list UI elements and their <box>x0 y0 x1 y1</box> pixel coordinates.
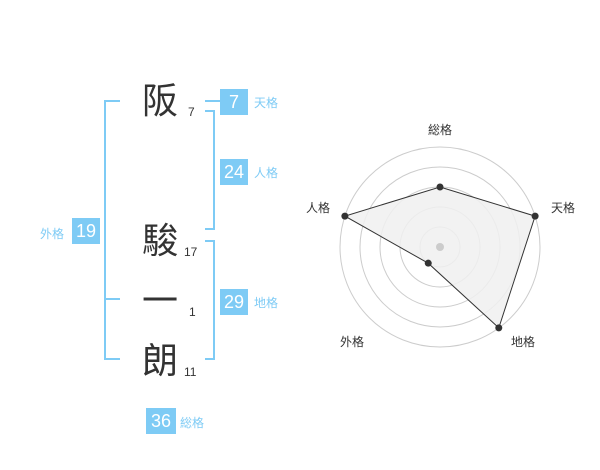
stroke-count-2: 17 <box>184 245 198 259</box>
radar-axis-label-jinkaku: 人格 <box>306 201 331 215</box>
radar-axis-label-chikaku: 地格 <box>511 335 536 349</box>
name-char-1: 阪 <box>142 81 179 122</box>
radar-grid-ring <box>379 186 501 308</box>
chikaku-label: 地格 <box>254 296 279 310</box>
soukaku-label: 総格 <box>180 416 205 430</box>
jinkaku-value: 24 <box>220 159 248 185</box>
tenkaku-label: 天格 <box>254 96 279 110</box>
stroke-count-1: 7 <box>188 105 195 119</box>
radar-point-3 <box>424 259 432 267</box>
radar-polygon <box>343 186 536 329</box>
radar-axis-label-soukaku: 総格 <box>428 123 453 137</box>
radar-grid-ring <box>399 206 481 288</box>
gaikaku-value: 19 <box>72 218 100 244</box>
stroke-count-4: 11 <box>184 365 197 379</box>
radar-point-2 <box>495 324 503 332</box>
radar-axis-label-tenkaku: 天格 <box>551 201 576 215</box>
jinkaku-label: 人格 <box>254 166 279 180</box>
soukaku-value: 36 <box>146 408 176 434</box>
radar-point-0 <box>436 183 444 191</box>
name-char-3: 一 <box>142 281 179 322</box>
tenkaku-value: 7 <box>220 89 248 115</box>
radar-axis-label-gaikaku: 外格 <box>340 335 365 349</box>
radar-point-4 <box>341 212 349 220</box>
radar-grid-ring <box>339 146 541 348</box>
gaikaku-label: 外格 <box>40 227 65 241</box>
radar-point-1 <box>531 212 539 220</box>
name-char-2: 駿 <box>142 221 179 262</box>
name-char-4: 朗 <box>142 341 179 382</box>
radar-center-dot <box>436 243 444 251</box>
radar-grid-ring <box>419 226 461 268</box>
chikaku-value: 29 <box>220 289 248 315</box>
radar-grid-ring <box>359 166 521 328</box>
stroke-count-3: 1 <box>189 305 196 319</box>
